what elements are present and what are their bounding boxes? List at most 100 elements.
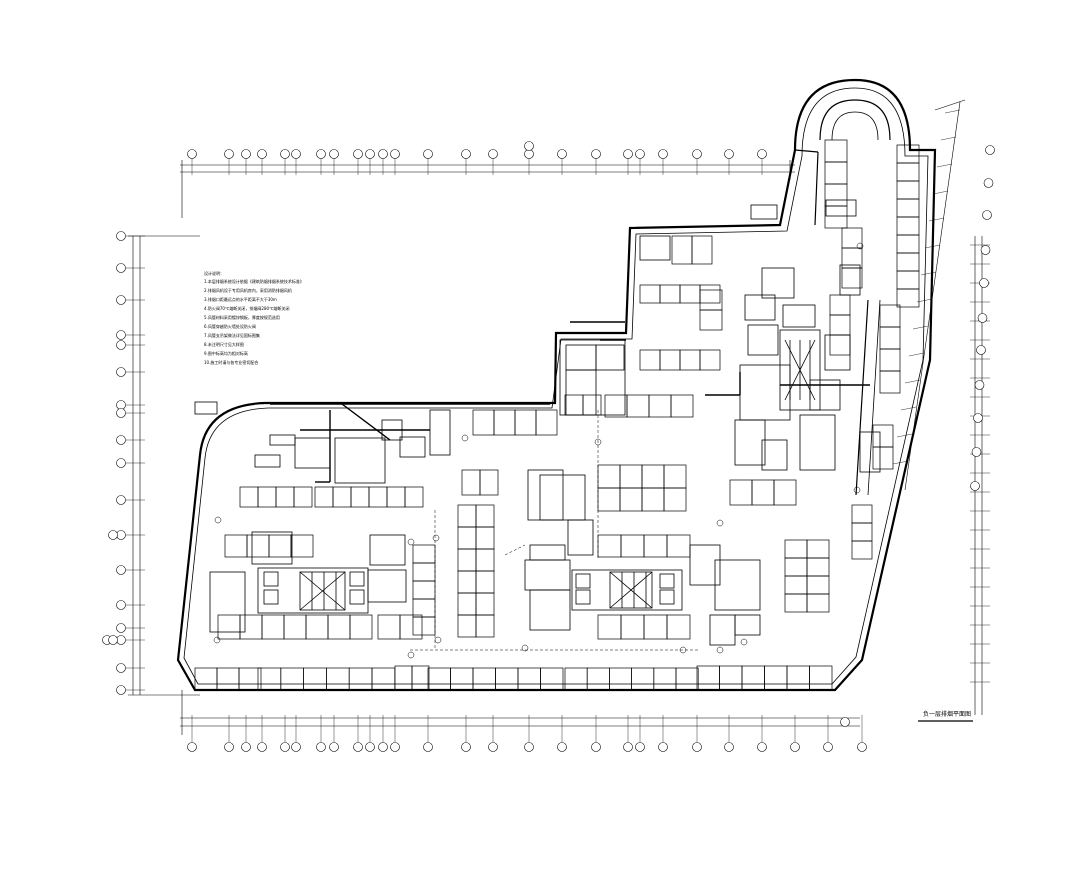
axis-tick	[912, 325, 929, 330]
parking-stall	[699, 309, 723, 331]
parking-stall	[217, 614, 241, 640]
axis-bubble	[461, 742, 471, 752]
parking-stall	[666, 614, 691, 640]
axis-tick	[920, 271, 937, 276]
parking-stall	[348, 667, 373, 691]
axis-bubble	[116, 600, 126, 610]
parking-stall	[394, 665, 413, 691]
grid-marker	[214, 516, 222, 524]
parking-stall	[386, 486, 406, 508]
axis-tick	[904, 379, 921, 384]
axis-bubble	[116, 231, 126, 241]
parking-stall	[540, 667, 564, 691]
parking-stall	[641, 464, 665, 489]
parking-stall	[293, 486, 313, 508]
axis-tick	[944, 109, 961, 114]
parking-stall	[597, 464, 621, 489]
axis-bubble	[116, 330, 126, 340]
note-line: 1.本层排烟系统设计依据《建筑防烟排烟系统技术标准》	[204, 278, 304, 284]
axis-tick	[908, 352, 925, 357]
parking-stall	[699, 349, 721, 371]
parking-stall	[404, 486, 424, 508]
parking-stall	[696, 665, 720, 691]
parking-stall	[829, 314, 851, 336]
axis-bubble	[840, 717, 850, 727]
parking-stalls	[217, 139, 920, 640]
parking-stall	[851, 504, 873, 524]
notes-list: 1.本层排烟系统设计依据《建筑防烟排烟系统技术标准》2.排烟风机设于专用风机房内…	[204, 278, 304, 365]
parking-stall	[806, 539, 830, 559]
parking-stall	[495, 667, 519, 691]
parking-stall	[784, 539, 808, 559]
parking-stall	[597, 614, 622, 640]
core-left	[209, 531, 407, 633]
parking-stall	[582, 394, 602, 416]
parking-stall	[679, 349, 701, 371]
axis-tick	[936, 163, 953, 168]
note-line: 7.风管支吊架做法详见国标图集	[204, 332, 260, 338]
parking-stall	[806, 575, 830, 595]
parking-stall	[631, 667, 655, 691]
parking-stall	[457, 526, 477, 550]
parking-stall	[475, 614, 495, 638]
parking-stall	[851, 540, 873, 560]
axis-bubble	[524, 742, 534, 752]
parking-stall	[851, 522, 873, 542]
parking-stall	[671, 235, 693, 265]
parking-stall	[806, 557, 830, 577]
parking-stall	[699, 284, 721, 304]
design-notes: 设计说明： 1.本层排烟系统设计依据《建筑防烟排烟系统技术标准》2.排烟风机设于…	[204, 270, 304, 365]
axis-bubble	[724, 149, 734, 159]
parking-stall	[475, 548, 495, 572]
parking-stall	[648, 394, 672, 418]
axis-tick	[892, 460, 909, 465]
grid-marker	[716, 519, 724, 527]
parking-stall	[427, 667, 451, 691]
parking-stall	[597, 487, 621, 512]
parking-stall	[194, 667, 218, 691]
axis-bubble	[257, 149, 267, 159]
parking-stall	[472, 409, 495, 436]
grid-marker	[856, 242, 864, 250]
parking-stall	[764, 665, 788, 691]
axis-bubble	[116, 340, 126, 350]
axis-bubble	[724, 742, 734, 752]
parking-stall	[620, 614, 645, 640]
axis-bubble	[365, 149, 375, 159]
notes-title: 设计说明：	[204, 270, 224, 276]
parking-stall	[535, 409, 558, 436]
parking-stall	[879, 326, 901, 350]
axis-bubble	[365, 742, 375, 752]
parking-stall	[412, 598, 436, 618]
bottom-dimension-lines	[180, 690, 860, 735]
axis-bubble	[591, 742, 601, 752]
note-line: 4.防火阀70℃熔断关闭，排烟阀280℃熔断关闭	[204, 305, 290, 311]
parking-stall	[824, 139, 848, 163]
axis-bubble	[757, 742, 767, 752]
axis-bubble	[116, 458, 126, 468]
parking-stall	[879, 304, 901, 328]
axis-bubble	[316, 149, 326, 159]
parking-stall	[729, 479, 753, 506]
note-line: 6.风管穿越防火墙处设防火阀	[204, 323, 256, 329]
axis-bubble	[224, 149, 234, 159]
grid-marker	[740, 638, 748, 646]
parking-stall	[879, 370, 901, 394]
parking-stall	[371, 667, 396, 691]
axis-bubble	[353, 149, 363, 159]
parking-stall	[238, 667, 262, 691]
axis-bubble	[378, 742, 388, 752]
axis-bubble	[488, 149, 498, 159]
axis-bubble	[116, 565, 126, 575]
parking-stall	[305, 614, 329, 640]
axis-tick	[932, 190, 949, 195]
parking-stall	[639, 349, 661, 371]
parking-stall	[216, 667, 240, 691]
parking-stall	[719, 665, 743, 691]
axis-bubble	[635, 742, 645, 752]
parking-stall	[896, 198, 920, 218]
note-line: 10.施工时请与各专业密切配合	[204, 359, 258, 365]
parking-stall	[659, 349, 681, 371]
parking-stall	[824, 161, 848, 185]
axis-bubble	[241, 149, 251, 159]
